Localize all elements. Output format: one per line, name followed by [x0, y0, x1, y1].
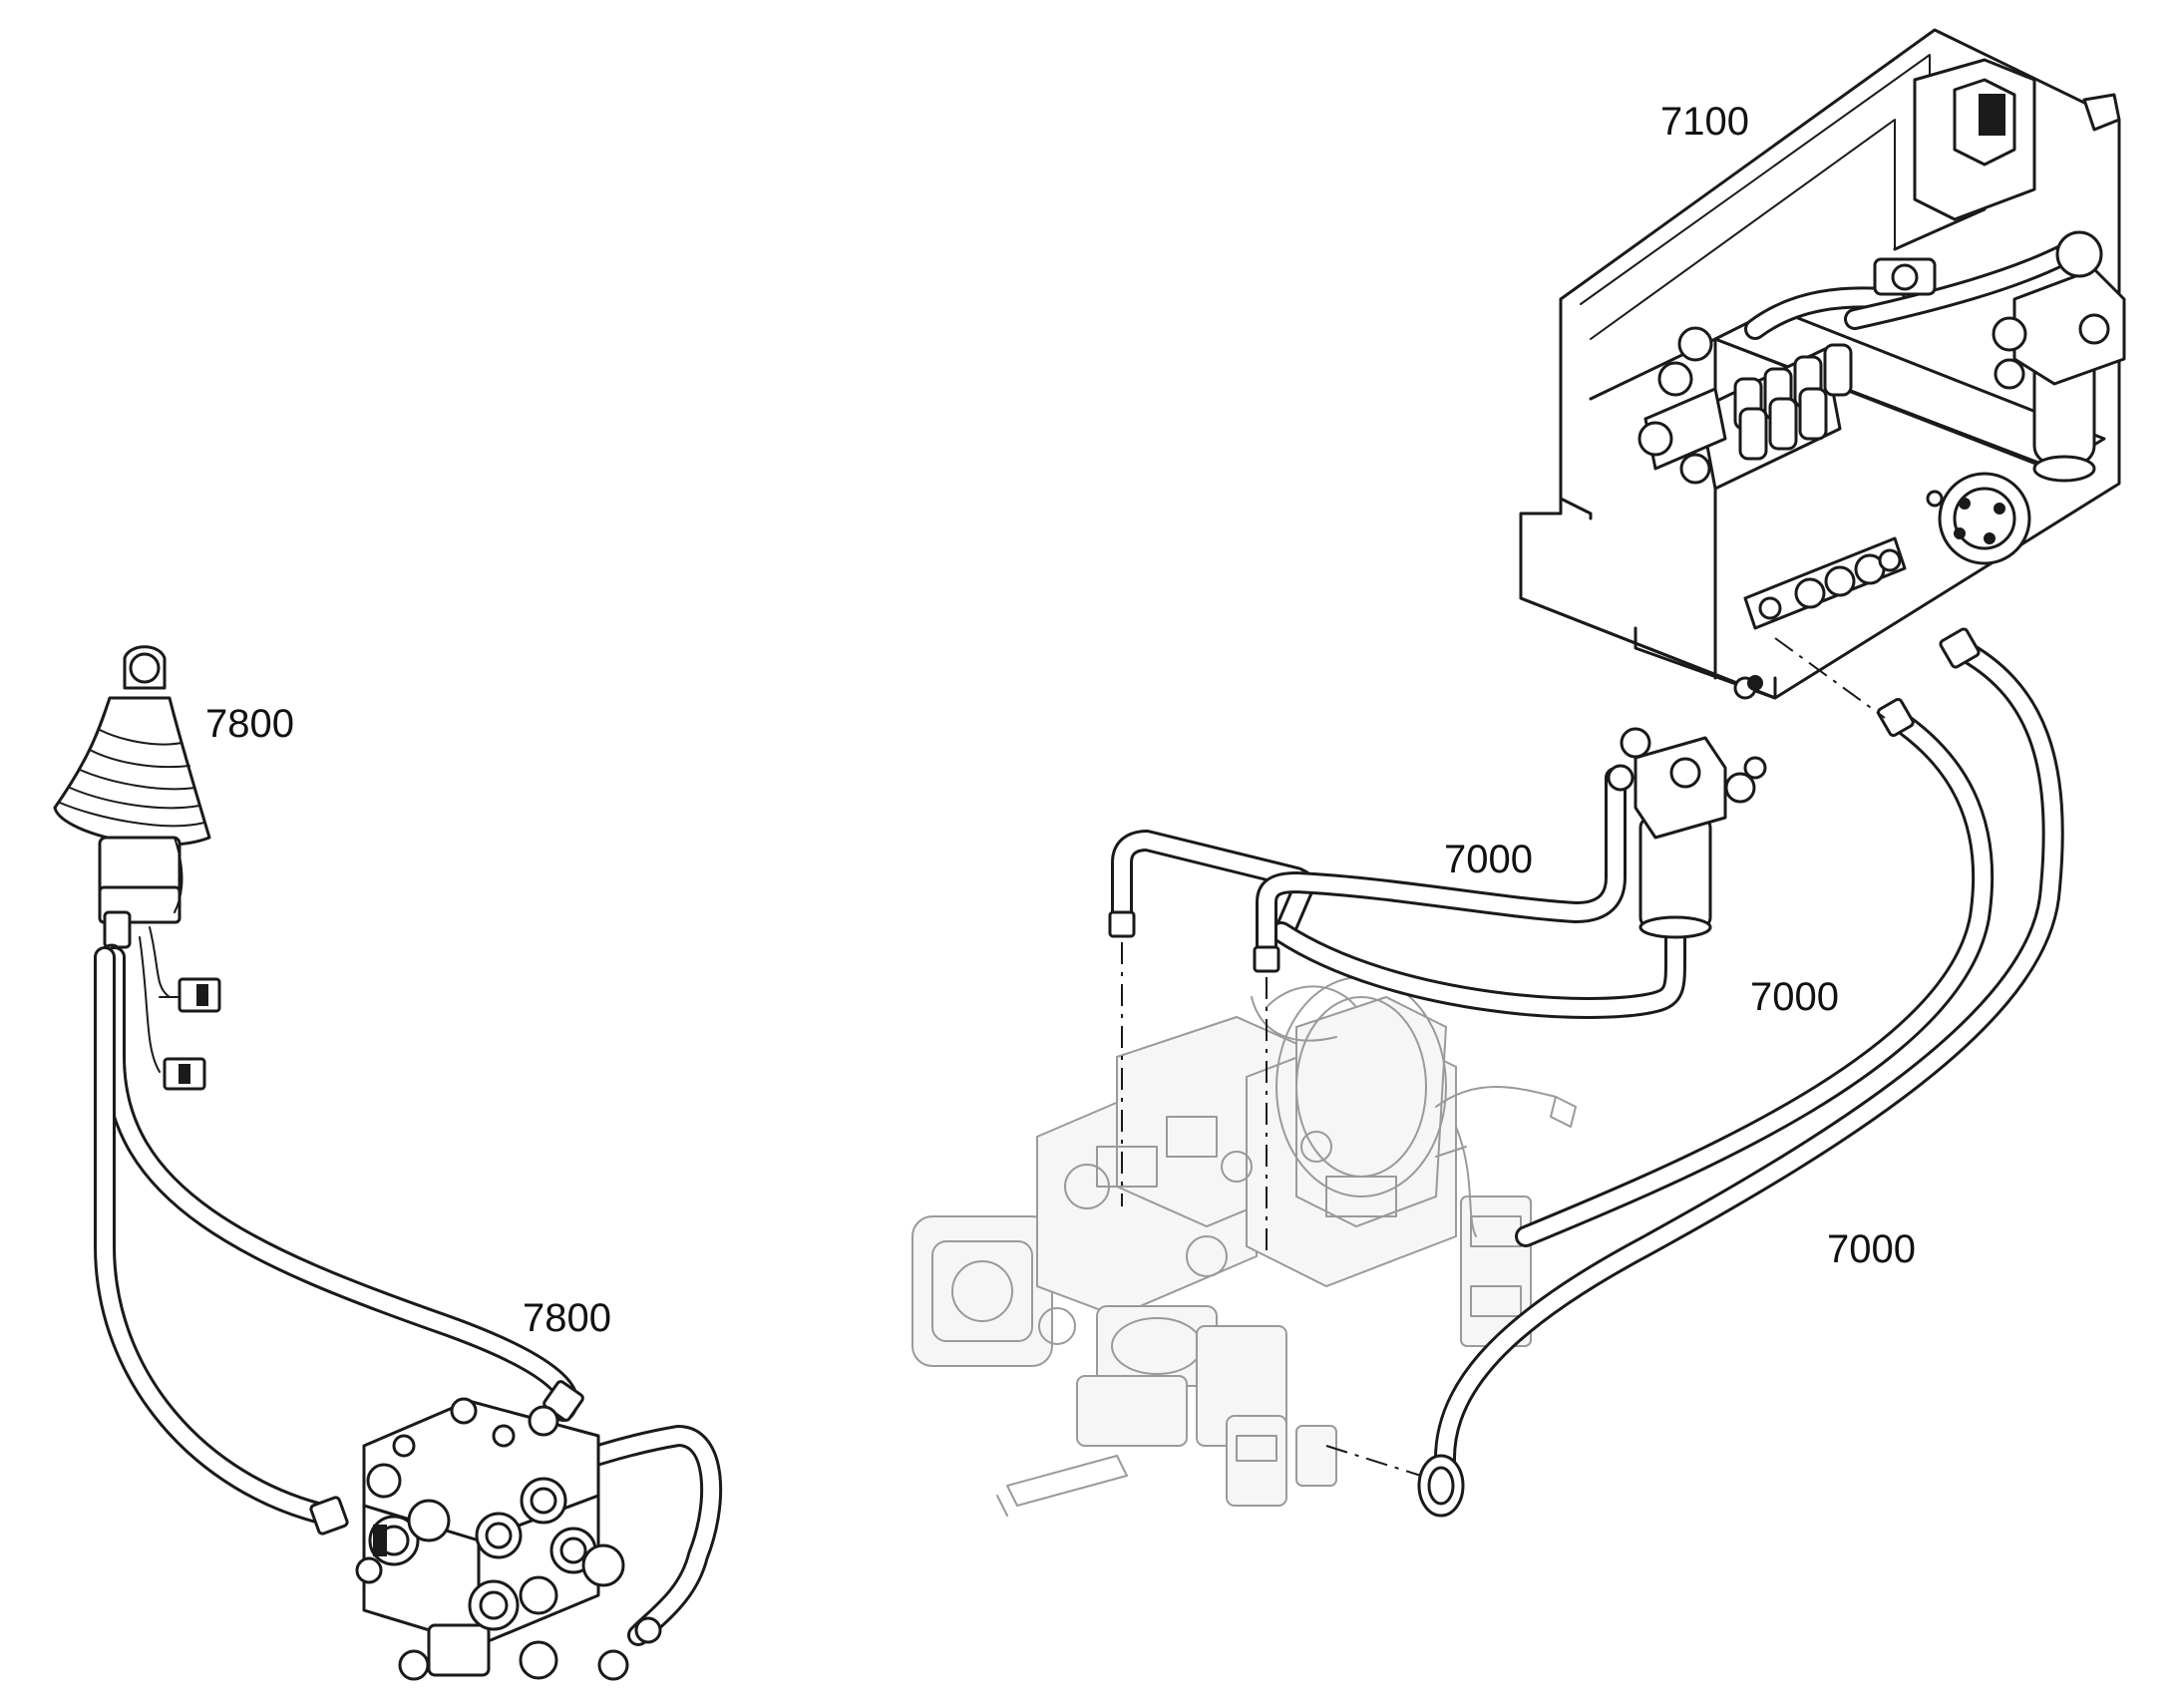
callout-7100-tank-block: 7100 [1660, 100, 1749, 144]
callout-7000-middle-hose: 7000 [1750, 975, 1839, 1019]
tank-valve-block [1519, 28, 2126, 700]
callout-7000-outer-hose: 7000 [1827, 1227, 1916, 1271]
hose-outer [1417, 627, 2064, 1518]
callout-7800-control-valve: 7800 [523, 1296, 611, 1340]
control-valve [355, 1397, 662, 1681]
joystick [53, 645, 221, 1091]
callout-7800-joystick: 7800 [205, 702, 294, 746]
hose-middle [1515, 697, 1995, 1247]
alignment-lines [1121, 637, 1886, 1477]
callout-7000-filter-hose: 7000 [1444, 838, 1533, 881]
filter-and-hose [1108, 727, 1767, 1019]
transmission-pump-assembly [911, 976, 1577, 1517]
